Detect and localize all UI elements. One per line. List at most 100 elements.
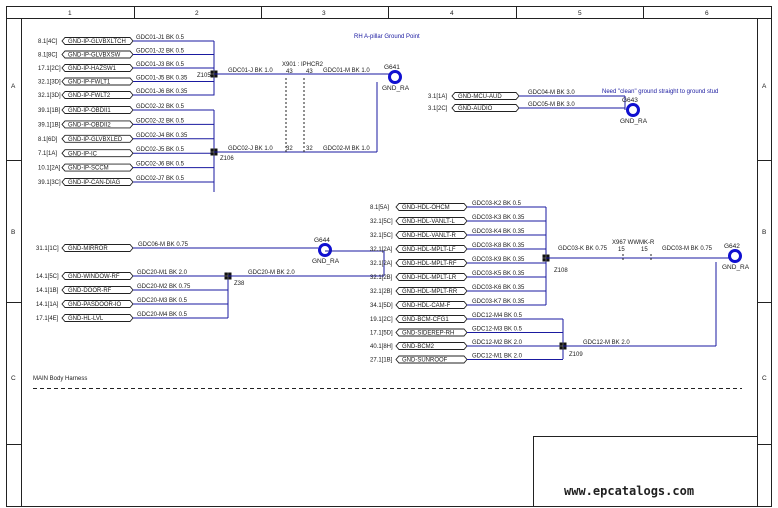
ground-tag-label: GND-MIRROR <box>68 246 108 252</box>
ground-tag[interactable]: GND-HDL-VANLT-R <box>395 231 468 240</box>
wire-label: GDC01-J5 BK 0.35 <box>136 76 188 82</box>
ground-tag[interactable]: GND-IP-GLVBXLED <box>61 134 134 143</box>
splice-label: Z106 <box>220 156 234 162</box>
inline-connector-label: X901 : IPHCR2 <box>282 62 324 68</box>
ground-tag[interactable]: GND-HDL-CAM-F <box>395 301 468 310</box>
splice-label: Z108 <box>554 268 568 274</box>
inline-connector-label: X967 WWMK-R <box>612 240 655 246</box>
ground-tag[interactable]: GND-HDL-MPLT-RR <box>395 287 468 296</box>
ground-tag[interactable]: GND-SUNROOF <box>395 355 468 364</box>
ground-tag[interactable]: GND-IP-CAN-DIAG <box>61 178 134 187</box>
ground-tag[interactable]: GND-IP-FWLT2 <box>61 91 134 100</box>
ground-id: G643 <box>622 97 638 104</box>
ground-tag-label: GND-HDL-CAM-F <box>402 303 451 309</box>
wire-label: GDC03-K9 BK 0.35 <box>472 257 525 263</box>
ground-tag[interactable]: GND-IP-SCCM <box>61 163 134 172</box>
cross-reference: 17.1[2C] <box>38 66 61 72</box>
ground-label: GND_RA <box>382 85 410 92</box>
ground-label: GND_RA <box>722 264 750 271</box>
ground-tag[interactable]: GND-HL-LVL <box>61 314 134 323</box>
row-label-b-right: B <box>762 229 766 236</box>
ground-tag[interactable]: GND-DOOR-RF <box>61 286 134 295</box>
ground-tag-label: GND-IP-GLVBXLTCH <box>68 39 126 45</box>
ground-id: G644 <box>314 237 330 244</box>
ground-tag-label: GND-IP-FWLT1 <box>68 80 111 86</box>
wire-label: GDC02-J4 BK 0.35 <box>136 133 188 139</box>
ground-tag-outline <box>395 203 468 211</box>
rh-pillar-note: RH A-pillar Ground Point <box>354 34 420 40</box>
wire-label: GDC01-J BK 1.0 <box>228 68 273 74</box>
cross-reference: 32.1[2A] <box>370 247 393 253</box>
cross-reference: 8.1[6D] <box>38 137 58 143</box>
cross-reference: 8.1[5A] <box>370 205 389 211</box>
inline-pin: 32 <box>286 146 293 152</box>
wire-label: GDC02-J7 BK 0.5 <box>136 176 185 182</box>
wire-label: GDC12-M4 BK 0.5 <box>472 313 523 319</box>
ground-symbol-icon <box>318 243 332 257</box>
row-label-c-right: C <box>762 375 767 382</box>
ground-tag[interactable]: GND-SIDEREP-RH <box>395 328 468 337</box>
wire-label: GDC01-J6 BK 0.35 <box>136 89 188 95</box>
column-label-3: 3 <box>322 10 326 17</box>
ground-tag[interactable]: GND-IP-OBDII1 <box>61 106 134 115</box>
ground-tag[interactable]: GND-PASDOOR-IO <box>61 300 134 309</box>
ground-tag-outline <box>395 273 468 281</box>
ground-tag-label: GND-HDL-VANLT-R <box>402 233 456 239</box>
wire-label: GDC12-M1 BK 2.0 <box>472 354 523 360</box>
wire-label: GDC02-J BK 1.0 <box>228 146 273 152</box>
splice-label: Z105 <box>197 73 211 79</box>
row-label-c-left: C <box>11 375 16 382</box>
wire-label: GDC20-M1 BK 2.0 <box>137 270 188 276</box>
cross-reference: 19.1[2C] <box>370 317 393 323</box>
ground-tag[interactable]: GND-IP-GLVBXLTCH <box>61 37 134 46</box>
wire-label: GDC03-K7 BK 0.35 <box>472 299 525 305</box>
ground-tag-outline <box>451 104 520 112</box>
watermark-text: www.epcatalogs.com <box>564 484 694 498</box>
ground-tag[interactable]: GND-MCU-AUD <box>451 92 520 101</box>
splice-label: Z38 <box>234 281 245 287</box>
ground-tag[interactable]: GND-HDL-VANLT-L <box>395 217 468 226</box>
title-block: www.epcatalogs.com <box>533 436 758 507</box>
wire-label: GDC12-M3 BK 0.5 <box>472 327 523 333</box>
ground-symbol-icon <box>626 103 640 117</box>
ground-tag[interactable]: GND-HDL-MPLT-LR <box>395 273 468 282</box>
wire-label: GDC03-K5 BK 0.35 <box>472 271 525 277</box>
ground-tag[interactable]: GND-IP-FWLT1 <box>61 77 134 86</box>
ground-tag-outline <box>61 37 134 45</box>
ground-tag-label: GND-HDL-MPLT-RF <box>402 261 457 267</box>
ground-tag[interactable]: GND-IP-IC <box>61 149 134 158</box>
row-label-b-left: B <box>11 229 15 236</box>
wire-label: GDC03-K6 BK 0.35 <box>472 285 525 291</box>
ground-tag[interactable]: GND-HDL-OHCM <box>395 203 468 212</box>
ground-tag-label: GND-HDL-OHCM <box>402 205 450 211</box>
ground-tag[interactable]: GND-MIRROR <box>61 244 134 253</box>
ground-tag[interactable]: GND-BCM-CFG1 <box>395 315 468 324</box>
splice-label: Z109 <box>569 352 583 358</box>
inline-connector-x901: X901 : IPHCR2 43 43 32 32 <box>282 62 324 154</box>
wire-label: GDC01-J3 BK 0.5 <box>136 62 185 68</box>
ground-tag[interactable]: GND-IP-OBDII2 <box>61 120 134 129</box>
inline-pin: 15 <box>618 247 625 253</box>
ground-tag[interactable]: GND-HDL-MPLT-RF <box>395 259 468 268</box>
wire-label: GDC04-M BK 3.0 <box>528 90 575 96</box>
ground-tag-label: GND-HDL-MPLT-RR <box>402 289 458 295</box>
ground-tag-label: GND-IP-SCCM <box>68 166 109 172</box>
ground-tag[interactable]: GND-IP-HAZSW1 <box>61 64 134 73</box>
ground-tag[interactable]: GND-IP-GLVBXSW <box>61 50 134 59</box>
ground-tag-outline <box>61 163 134 172</box>
ground-tag-outline <box>61 134 134 143</box>
ground-tag[interactable]: GND-AUDIO <box>451 104 520 113</box>
ground-tag-outline <box>61 64 134 72</box>
ground-tag[interactable]: GND-BCM2 <box>395 342 468 351</box>
cross-reference: 32.1[2B] <box>370 275 393 281</box>
wire-label: GDC02-J5 BK 0.5 <box>136 147 185 153</box>
ground-tag[interactable]: GND-WINDOW-RF <box>61 272 134 281</box>
ground-tag[interactable]: GND-HDL-MPLT-LF <box>395 245 468 254</box>
cross-reference: 32.1[5C] <box>370 219 393 225</box>
